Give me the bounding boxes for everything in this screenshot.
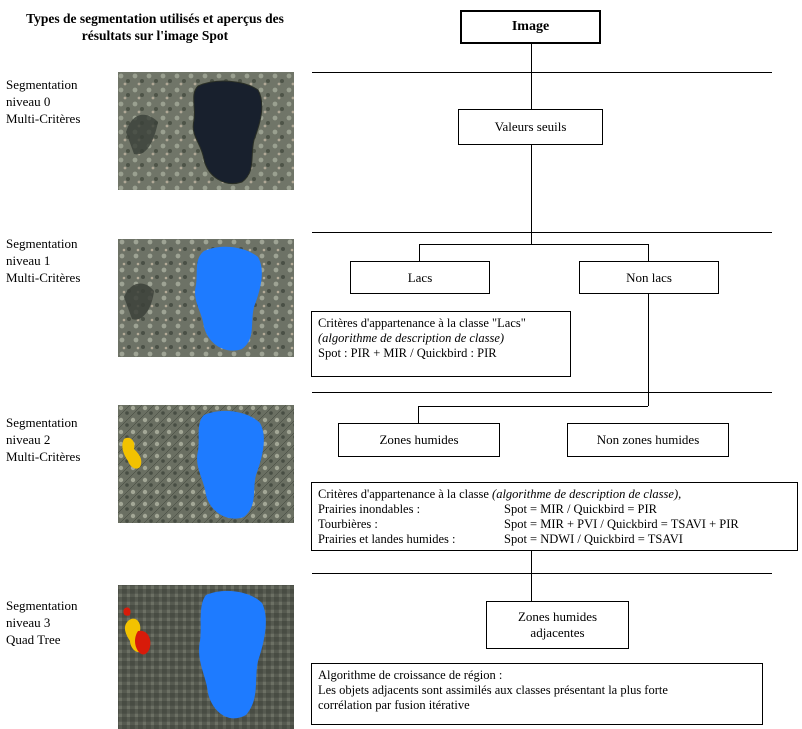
segmentation-thumbnail-0 bbox=[118, 72, 294, 190]
description-zh-row: Prairies et landes humides : Spot = NDWI… bbox=[318, 532, 791, 547]
connector-to-zones-humides bbox=[418, 406, 419, 423]
description-zh-row: Prairies inondables : Spot = MIR / Quick… bbox=[318, 502, 791, 517]
description-zh-line1: Critères d'appartenance à la classe (alg… bbox=[318, 487, 791, 502]
seg1-line1: Segmentation bbox=[6, 236, 78, 251]
separator-line bbox=[312, 573, 772, 574]
node-image: Image bbox=[460, 10, 601, 44]
description-zh-row-label: Prairies inondables : bbox=[318, 502, 421, 516]
segmentation-label-0: Segmentation niveau 0 Multi-Critères bbox=[6, 76, 80, 127]
seg0-line2: niveau 0 bbox=[6, 94, 51, 109]
description-zh-row-value: Spot = NDWI / Quickbird = TSAVI bbox=[504, 532, 683, 546]
connector-branch-lacs bbox=[419, 244, 648, 245]
connector-image-to-seuils bbox=[531, 44, 532, 109]
segmentation-label-1: Segmentation niveau 1 Multi-Critères bbox=[6, 235, 80, 286]
description-lacs-line2: (algorithme de description de classe) bbox=[318, 331, 564, 346]
description-lacs-line3: Spot : PIR + MIR / Quickbird : PIR bbox=[318, 346, 497, 360]
seg0-line3: Multi-Critères bbox=[6, 111, 81, 126]
node-non-zones-humides: Non zones humides bbox=[567, 423, 729, 457]
description-zh-row-label: Prairies et landes humides : bbox=[318, 532, 456, 546]
figure-title: Types de segmentation utilisés et aperçu… bbox=[4, 10, 306, 44]
separator-line bbox=[312, 72, 772, 73]
seg2-line3: Multi-Critères bbox=[6, 449, 81, 464]
description-zh-row: Tourbières : Spot = MIR + PVI / Quickbir… bbox=[318, 517, 791, 532]
connector-to-adjacentes bbox=[531, 551, 532, 601]
seg1-line3: Multi-Critères bbox=[6, 270, 81, 285]
node-zones-humides-label: Zones humides bbox=[379, 432, 459, 447]
description-croissance-region: Algorithme de croissance de région : Les… bbox=[311, 663, 763, 725]
seg1-line2: niveau 1 bbox=[6, 253, 51, 268]
seg2-line2: niveau 2 bbox=[6, 432, 51, 447]
node-image-label: Image bbox=[511, 19, 550, 34]
segmentation-label-2: Segmentation niveau 2 Multi-Critères bbox=[6, 414, 80, 465]
figure-title-line1: Types de segmentation utilisés et aperçu… bbox=[26, 11, 284, 26]
seg3-line1: Segmentation bbox=[6, 598, 78, 613]
node-non-lacs-label: Non lacs bbox=[626, 269, 672, 285]
node-valeurs-seuils-label: Valeurs seuils bbox=[494, 119, 567, 134]
description-lacs: Critères d'appartenance à la classe "Lac… bbox=[311, 311, 571, 377]
node-non-zones-humides-label: Non zones humides bbox=[596, 432, 700, 447]
node-adjacentes-line1: Zones humides bbox=[517, 609, 598, 624]
separator-line bbox=[312, 392, 772, 393]
node-zones-humides-adjacentes: Zones humides adjacentes bbox=[486, 601, 629, 649]
seg3-line2: niveau 3 bbox=[6, 615, 51, 630]
node-valeurs-seuils: Valeurs seuils bbox=[458, 109, 603, 145]
node-non-lacs: Non lacs bbox=[579, 261, 719, 294]
description-lacs-line1: Critères d'appartenance à la classe "Lac… bbox=[318, 316, 526, 330]
seg2-line1: Segmentation bbox=[6, 415, 78, 430]
segmentation-thumbnail-3 bbox=[118, 585, 294, 729]
description-zh-row-label: Tourbières : bbox=[318, 517, 378, 531]
description-croissance-line3: corrélation par fusion itérative bbox=[318, 698, 470, 712]
description-lacs-italic: (algorithme de description de classe) bbox=[318, 331, 505, 345]
seg0-line1: Segmentation bbox=[6, 77, 78, 92]
node-zones-humides: Zones humides bbox=[338, 423, 500, 457]
connector-to-non-lacs bbox=[648, 244, 649, 261]
connector-to-lacs bbox=[419, 244, 420, 261]
node-lacs: Lacs bbox=[350, 261, 490, 294]
separator-line bbox=[312, 232, 772, 233]
figure-title-line2: résultats sur l'image Spot bbox=[81, 28, 229, 43]
connector-non-lacs-down bbox=[648, 294, 649, 406]
description-zh-row-value: Spot = MIR + PVI / Quickbird = TSAVI + P… bbox=[504, 517, 739, 531]
node-lacs-label: Lacs bbox=[407, 269, 433, 285]
segmentation-thumbnail-1 bbox=[118, 239, 294, 357]
segmentation-label-3: Segmentation niveau 3 Quad Tree bbox=[6, 597, 78, 648]
description-zones-humides: Critères d'appartenance à la classe (alg… bbox=[311, 482, 798, 551]
segmentation-thumbnail-2 bbox=[118, 405, 294, 523]
description-zh-line1-italic: (algorithme de description de classe), bbox=[492, 487, 682, 501]
connector-seuils-down bbox=[531, 145, 532, 244]
description-zh-line1-text: Critères d'appartenance à la classe bbox=[318, 487, 493, 501]
connector-branch-zones bbox=[418, 406, 648, 407]
description-zh-row-value: Spot = MIR / Quickbird = PIR bbox=[504, 502, 657, 516]
description-croissance-line2: Les objets adjacents sont assimilés aux … bbox=[318, 683, 668, 697]
node-adjacentes-line2: adjacentes bbox=[530, 625, 585, 640]
description-croissance-line1: Algorithme de croissance de région : bbox=[318, 668, 503, 682]
seg3-line3: Quad Tree bbox=[6, 632, 61, 647]
